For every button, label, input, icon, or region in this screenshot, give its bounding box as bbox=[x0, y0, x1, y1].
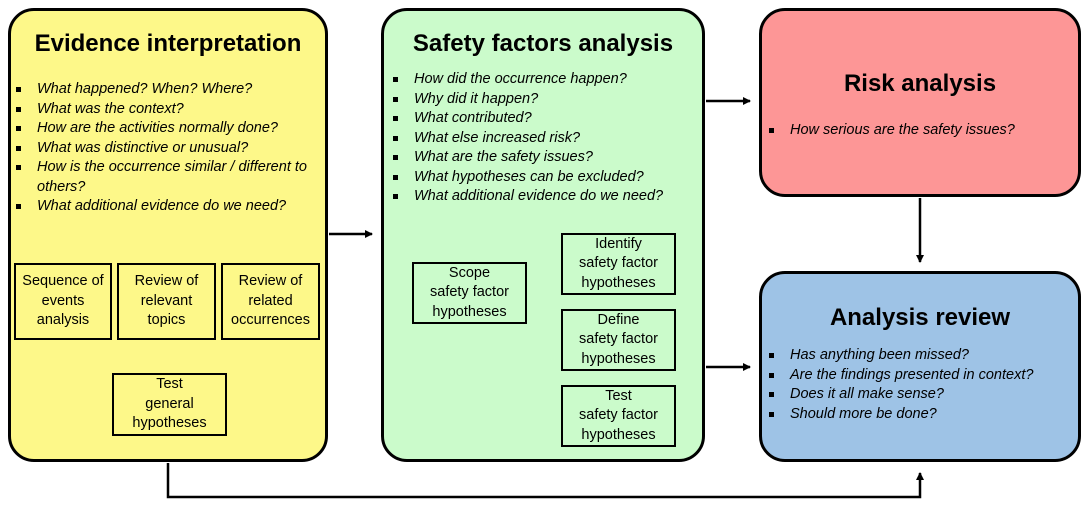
safety-question: What contributed? bbox=[390, 109, 702, 129]
evidence-question: How are the activities normally done? bbox=[13, 119, 325, 139]
evidence-interpretation-title: Evidence interpretation bbox=[34, 30, 302, 57]
evidence-question: What was the context? bbox=[13, 100, 325, 120]
safety-question: How did the occurrence happen? bbox=[390, 70, 702, 90]
evidence-question: What was distinctive or unusual? bbox=[13, 139, 325, 159]
review-question: Are the findings presented in context? bbox=[766, 366, 1080, 386]
define-safety-factor-hypotheses-box: Define safety factor hypotheses bbox=[561, 309, 676, 371]
safety-factors-analysis-title: Safety factors analysis bbox=[412, 30, 674, 57]
review-question: Should more be done? bbox=[766, 405, 1080, 425]
safety-question: What additional evidence do we need? bbox=[390, 187, 702, 207]
safety-question: What else increased risk? bbox=[390, 129, 702, 149]
risk-question: How serious are the safety issues? bbox=[766, 121, 1076, 141]
review-questions-list: Has anything been missed? Are the findin… bbox=[766, 346, 1080, 424]
risk-analysis-title: Risk analysis bbox=[843, 70, 997, 97]
evidence-question: What additional evidence do we need? bbox=[13, 197, 325, 217]
review-question: Does it all make sense? bbox=[766, 385, 1080, 405]
evidence-question: What happened? When? Where? bbox=[13, 80, 325, 100]
review-related-occurrences-box: Review of related occurrences bbox=[221, 263, 320, 340]
arrow-evidence-to-review bbox=[166, 463, 924, 499]
test-safety-factor-hypotheses-box: Test safety factor hypotheses bbox=[561, 385, 676, 447]
analysis-review-title: Analysis review bbox=[829, 304, 1011, 331]
safety-questions-list: How did the occurrence happen? Why did i… bbox=[390, 70, 702, 207]
review-question: Has anything been missed? bbox=[766, 346, 1080, 366]
identify-safety-factor-hypotheses-box: Identify safety factor hypotheses bbox=[561, 233, 676, 295]
analysis-review-panel: Analysis review Has anything been missed… bbox=[759, 271, 1081, 462]
safety-question: What hypotheses can be excluded? bbox=[390, 168, 702, 188]
risk-analysis-panel: Risk analysis How serious are the safety… bbox=[759, 8, 1081, 197]
scope-safety-factor-hypotheses-box: Scope safety factor hypotheses bbox=[412, 262, 527, 324]
safety-question: What are the safety issues? bbox=[390, 148, 702, 168]
evidence-question: How is the occurrence similar / differen… bbox=[13, 158, 325, 197]
evidence-questions-list: What happened? When? Where? What was the… bbox=[13, 80, 325, 217]
review-relevant-topics-box: Review of relevant topics bbox=[117, 263, 216, 340]
risk-questions-list: How serious are the safety issues? bbox=[766, 121, 1076, 141]
test-general-hypotheses-box: Test general hypotheses bbox=[112, 373, 227, 436]
safety-question: Why did it happen? bbox=[390, 90, 702, 110]
evidence-interpretation-panel: Evidence interpretation What happened? W… bbox=[8, 8, 328, 462]
sequence-of-events-box: Sequence of events analysis bbox=[14, 263, 112, 340]
